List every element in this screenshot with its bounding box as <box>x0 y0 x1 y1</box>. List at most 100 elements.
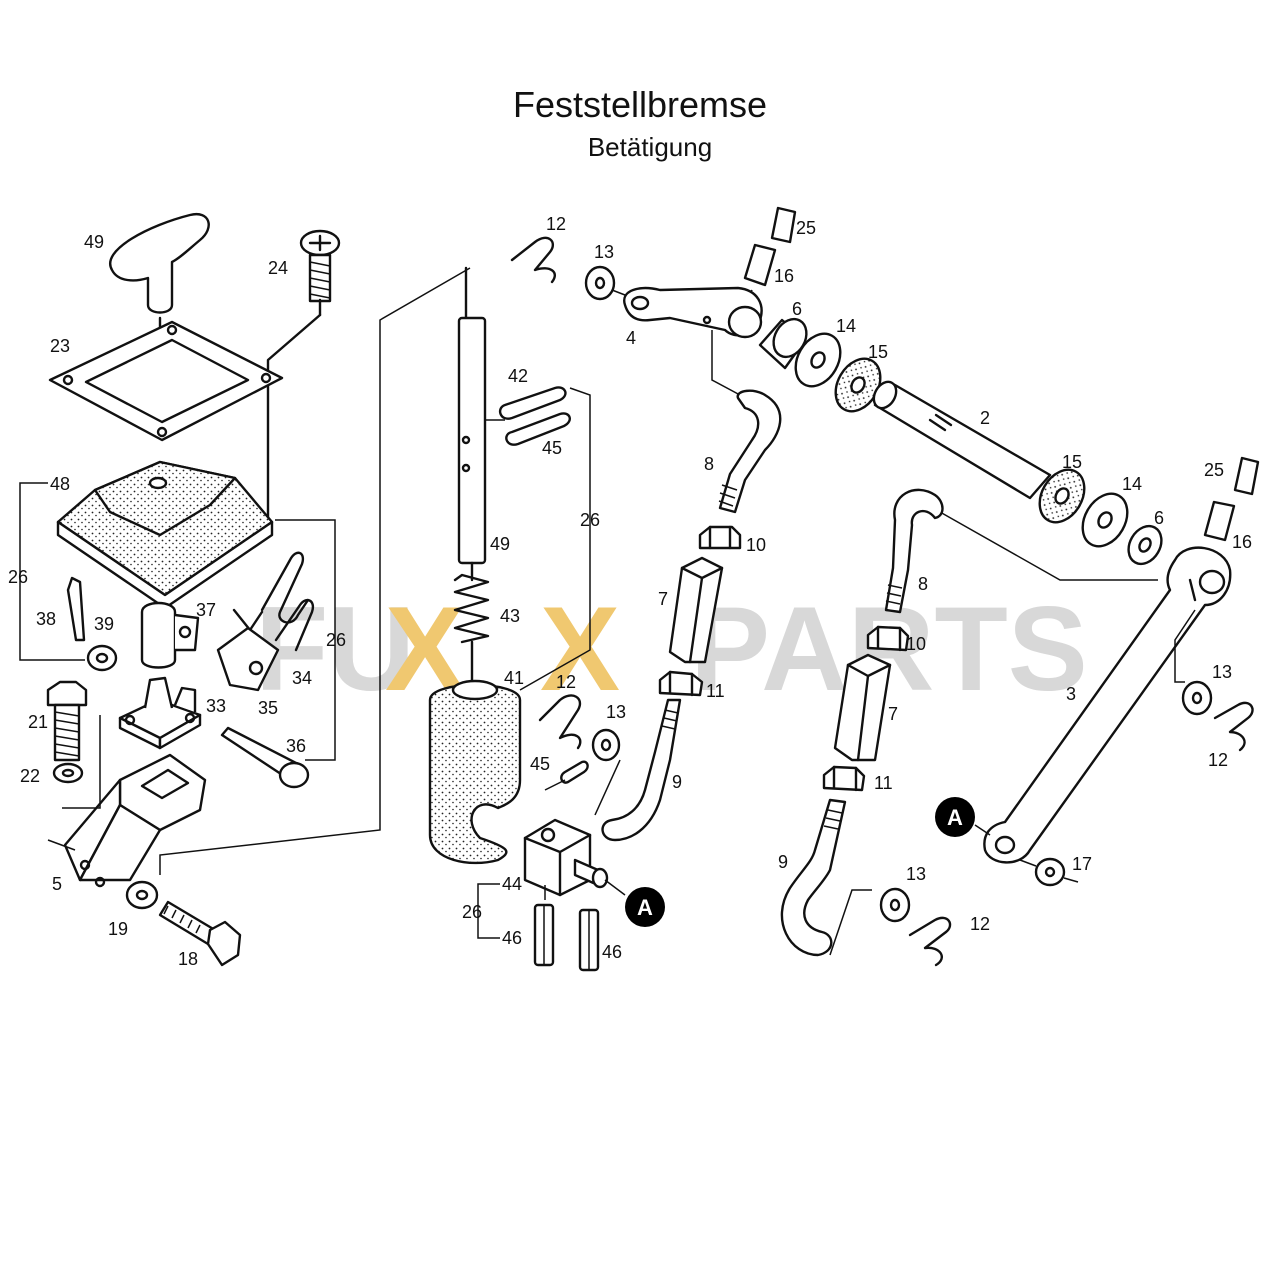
label-39: 39 <box>94 614 114 634</box>
label-7: 7 <box>658 589 668 609</box>
label-38: 38 <box>36 609 56 629</box>
label-11: 11 <box>706 681 725 701</box>
label-14-right: 14 <box>1122 474 1142 494</box>
part-43-spring <box>453 573 490 682</box>
part-24-screw <box>266 229 341 522</box>
label-2: 2 <box>980 408 990 428</box>
label-6-right: 6 <box>1154 508 1164 528</box>
leader-26-left <box>19 482 85 661</box>
label-16-right: 16 <box>1232 532 1252 552</box>
label-36: 36 <box>286 736 306 756</box>
part-13-washer-top <box>584 265 616 301</box>
part-5-bracket <box>63 753 207 888</box>
label-46-a: 46 <box>502 928 522 948</box>
leader-4-8 <box>711 330 741 396</box>
leader-5 <box>47 839 76 851</box>
part-13-washer-right <box>1181 680 1213 716</box>
label-6-top: 6 <box>792 299 802 319</box>
label-8: 8 <box>704 454 714 474</box>
part-10-nut-right <box>866 625 910 652</box>
part-48-rubber-boot <box>56 460 274 610</box>
part-17-washer <box>1034 857 1066 887</box>
label-26-left: 26 <box>8 567 28 587</box>
label-13-bottom: 13 <box>906 864 926 884</box>
part-25-pin-right <box>1233 456 1260 496</box>
label-49-rod: 49 <box>490 534 510 554</box>
ref-marker-a-center: A <box>625 887 665 927</box>
label-46-b: 46 <box>602 942 622 962</box>
part-15-seal-right <box>1038 468 1086 524</box>
label-21: 21 <box>28 712 48 732</box>
label-22: 22 <box>20 766 40 786</box>
part-25-pin-top <box>770 206 797 244</box>
label-34: 34 <box>292 668 312 688</box>
label-9: 9 <box>672 772 682 792</box>
part-12-clip-bottom <box>908 916 952 967</box>
part-8-rod-upper <box>718 389 782 514</box>
part-4-lever <box>623 286 763 339</box>
part-labels: 49 24 23 48 26 38 39 37 34 26 35 21 22 3… <box>8 214 1252 969</box>
part-6-bushing-top <box>758 317 808 370</box>
part-49-rod <box>457 266 487 582</box>
svg-text:A: A <box>947 805 963 830</box>
part-45-pin <box>505 412 571 446</box>
part-12-clip-right <box>1213 701 1254 752</box>
part-42-pin <box>498 386 567 420</box>
part-14-washer-right <box>1081 492 1129 548</box>
label-7-right: 7 <box>888 704 898 724</box>
label-24: 24 <box>268 258 288 278</box>
part-lever-block <box>523 818 609 897</box>
part-12-clip-center <box>538 694 582 750</box>
label-37: 37 <box>196 600 216 620</box>
ref-marker-a-right: A <box>935 797 975 837</box>
label-11-right: 11 <box>874 773 893 793</box>
part-45-small-pin <box>544 760 589 791</box>
part-6-bushing-right <box>1127 524 1163 566</box>
label-8-right: 8 <box>918 574 928 594</box>
leader-26-center <box>519 387 591 691</box>
watermark-x2: X <box>540 582 620 716</box>
label-9-right: 9 <box>778 852 788 872</box>
part-boot <box>428 679 522 865</box>
leader-3-13 <box>1174 609 1196 683</box>
label-41: 41 <box>504 668 524 688</box>
label-23: 23 <box>50 336 70 356</box>
part-13-washer-bottom <box>879 887 911 923</box>
label-12-center: 12 <box>556 672 576 692</box>
label-43: 43 <box>500 606 520 626</box>
leader-8-3 <box>939 511 1158 581</box>
label-49: 49 <box>84 232 104 252</box>
label-5: 5 <box>52 874 62 894</box>
part-19-washer <box>125 880 159 910</box>
label-26-center: 26 <box>580 510 600 530</box>
part-7-turnbuckle <box>668 556 724 664</box>
label-15-right: 15 <box>1062 452 1082 472</box>
part-46-pin-a <box>533 903 555 967</box>
part-10-nut <box>698 525 742 550</box>
leader-26-right <box>275 519 336 761</box>
label-3: 3 <box>1066 684 1076 704</box>
part-16-pin-right <box>1203 500 1236 542</box>
page-title: Feststellbremse <box>512 84 768 125</box>
leader-frame <box>159 267 471 875</box>
leader-21-22 <box>62 715 101 809</box>
part-39-washer <box>86 644 118 672</box>
label-35: 35 <box>258 698 278 718</box>
leader-9 <box>594 759 621 816</box>
label-10: 10 <box>746 535 766 555</box>
label-15-top: 15 <box>868 342 888 362</box>
part-23-cover-plate <box>48 320 284 442</box>
part-11-nut <box>658 670 704 697</box>
part-18-bolt <box>158 900 242 967</box>
part-12-clip-top <box>510 236 557 284</box>
part-33-lever-base <box>118 676 202 750</box>
label-42: 42 <box>508 366 528 386</box>
part-9-rod-right <box>780 798 847 957</box>
part-11-nut-right <box>822 765 866 792</box>
label-14-top: 14 <box>836 316 856 336</box>
label-18: 18 <box>178 949 198 969</box>
label-19: 19 <box>108 919 128 939</box>
label-10-right: 10 <box>906 634 926 654</box>
part-9-rod-lower <box>601 698 682 842</box>
